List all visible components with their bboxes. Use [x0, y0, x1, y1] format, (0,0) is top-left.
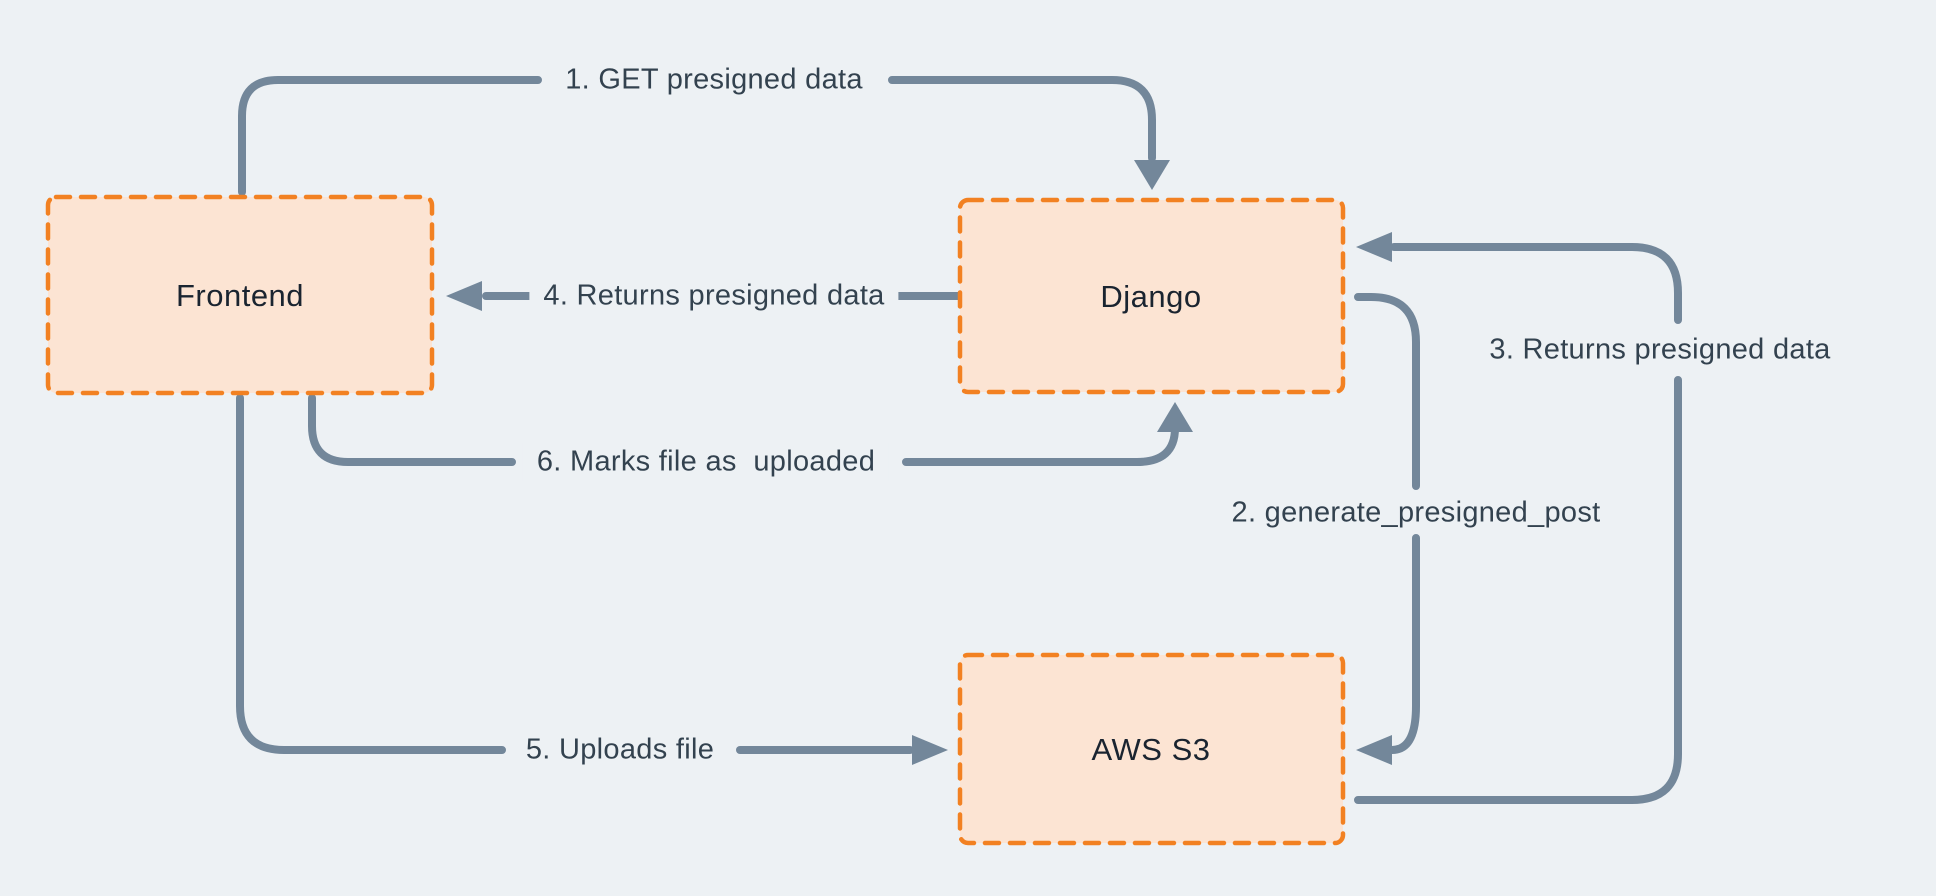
arrowhead-up-icon	[1157, 402, 1193, 432]
arrowhead-right-icon	[912, 735, 948, 765]
arrow-6-marks-file-uploaded	[308, 394, 516, 466]
edge-label-generate-presigned-post: 2. generate_presigned_post	[1217, 493, 1615, 533]
node-frontend-box	[45, 194, 435, 396]
arrow-5-uploads-file	[236, 394, 506, 754]
arrow-1-get-presigned-data	[238, 76, 542, 196]
edge-label-returns-presigned-data-s3: 3. Returns presigned data	[1475, 330, 1845, 370]
node-django-box	[957, 197, 1346, 395]
node-aws-s3-label: AWS S3	[1091, 732, 1211, 767]
arrow-2-generate-presigned-post	[1354, 293, 1420, 490]
arrow-3-returns-presigned-data	[1390, 243, 1682, 324]
node-aws-s3-box	[957, 652, 1346, 846]
arrow-3-returns-presigned-data	[1354, 376, 1682, 804]
arrow-1-get-presigned-data	[888, 76, 1156, 162]
edge-label-marks-file-uploaded: 6. Marks file as uploaded	[522, 442, 890, 482]
edge-label-returns-presigned-data-frontend: 4. Returns presigned data	[529, 276, 899, 316]
arrow-6-marks-file-uploaded	[902, 424, 1179, 466]
edge-label-uploads-file: 5. Uploads file	[511, 730, 729, 770]
arrowhead-down-icon	[1134, 160, 1170, 190]
arrowhead-left-icon	[446, 281, 482, 311]
arrowhead-left-icon	[1356, 232, 1392, 262]
edge-label-get-presigned-data: 1. GET presigned data	[551, 60, 877, 100]
arrow-2-generate-presigned-post	[1388, 534, 1420, 754]
node-django-label: Django	[1100, 279, 1202, 314]
arrowhead-left-icon	[1356, 735, 1392, 765]
node-frontend-label: Frontend	[175, 278, 305, 313]
